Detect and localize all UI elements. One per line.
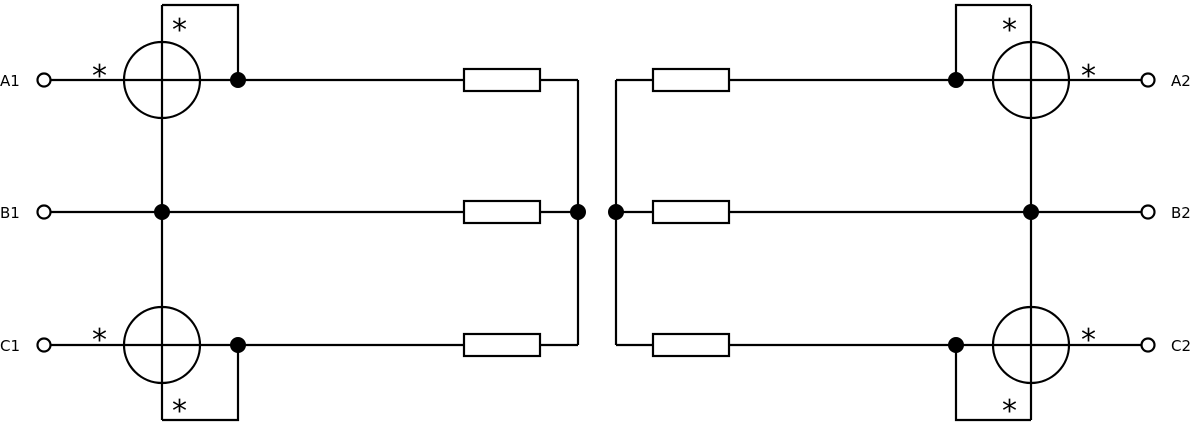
wattmeter-right-bottom bbox=[991, 305, 1071, 385]
node-left-c-junction bbox=[230, 337, 246, 353]
label-c1: C1 bbox=[0, 337, 20, 355]
node-right-a-junction bbox=[948, 72, 964, 88]
terminal-b1 bbox=[36, 204, 52, 220]
terminal-c1 bbox=[36, 337, 52, 353]
polarity-mark-right-top-voltage: * bbox=[1002, 13, 1017, 48]
polarity-mark-left-bottom-current: * bbox=[92, 323, 107, 358]
right-bottom-loop-wire bbox=[954, 345, 1031, 422]
node-right-b-junction bbox=[1023, 204, 1039, 220]
terminal-a1 bbox=[36, 72, 52, 88]
terminal-a2 bbox=[1140, 72, 1156, 88]
resistor-right-c bbox=[651, 332, 731, 358]
label-a1: A1 bbox=[0, 72, 20, 90]
label-b1: B1 bbox=[0, 204, 20, 222]
wattmeter-left-top bbox=[122, 40, 202, 120]
polarity-mark-right-top-current: * bbox=[1081, 59, 1096, 94]
right-top-loop-wire bbox=[954, 3, 1031, 80]
resistor-left-c bbox=[462, 332, 542, 358]
polarity-mark-left-top-current: * bbox=[92, 59, 107, 94]
node-left-b-junction bbox=[154, 204, 170, 220]
resistor-right-a bbox=[651, 67, 731, 93]
label-b2: B2 bbox=[1171, 204, 1191, 222]
node-left-star-point bbox=[570, 204, 586, 220]
polarity-mark-right-bottom-voltage: * bbox=[1002, 394, 1017, 429]
resistor-left-b bbox=[462, 199, 542, 225]
polarity-mark-left-bottom-voltage: * bbox=[172, 394, 187, 429]
terminal-c2 bbox=[1140, 337, 1156, 353]
label-c2: C2 bbox=[1171, 337, 1191, 355]
wattmeter-right-top bbox=[991, 40, 1071, 120]
left-bottom-loop-wire bbox=[162, 345, 240, 422]
polarity-mark-left-top-voltage: * bbox=[172, 13, 187, 48]
node-left-a-junction bbox=[230, 72, 246, 88]
wattmeter-left-bottom bbox=[122, 305, 202, 385]
resistor-left-a bbox=[462, 67, 542, 93]
node-right-c-junction bbox=[948, 337, 964, 353]
polarity-mark-right-bottom-current: * bbox=[1081, 323, 1096, 358]
node-right-star-point bbox=[608, 204, 624, 220]
label-a2: A2 bbox=[1171, 72, 1191, 90]
terminal-b2 bbox=[1140, 204, 1156, 220]
resistor-right-b bbox=[651, 199, 731, 225]
left-top-loop-wire bbox=[162, 3, 240, 80]
